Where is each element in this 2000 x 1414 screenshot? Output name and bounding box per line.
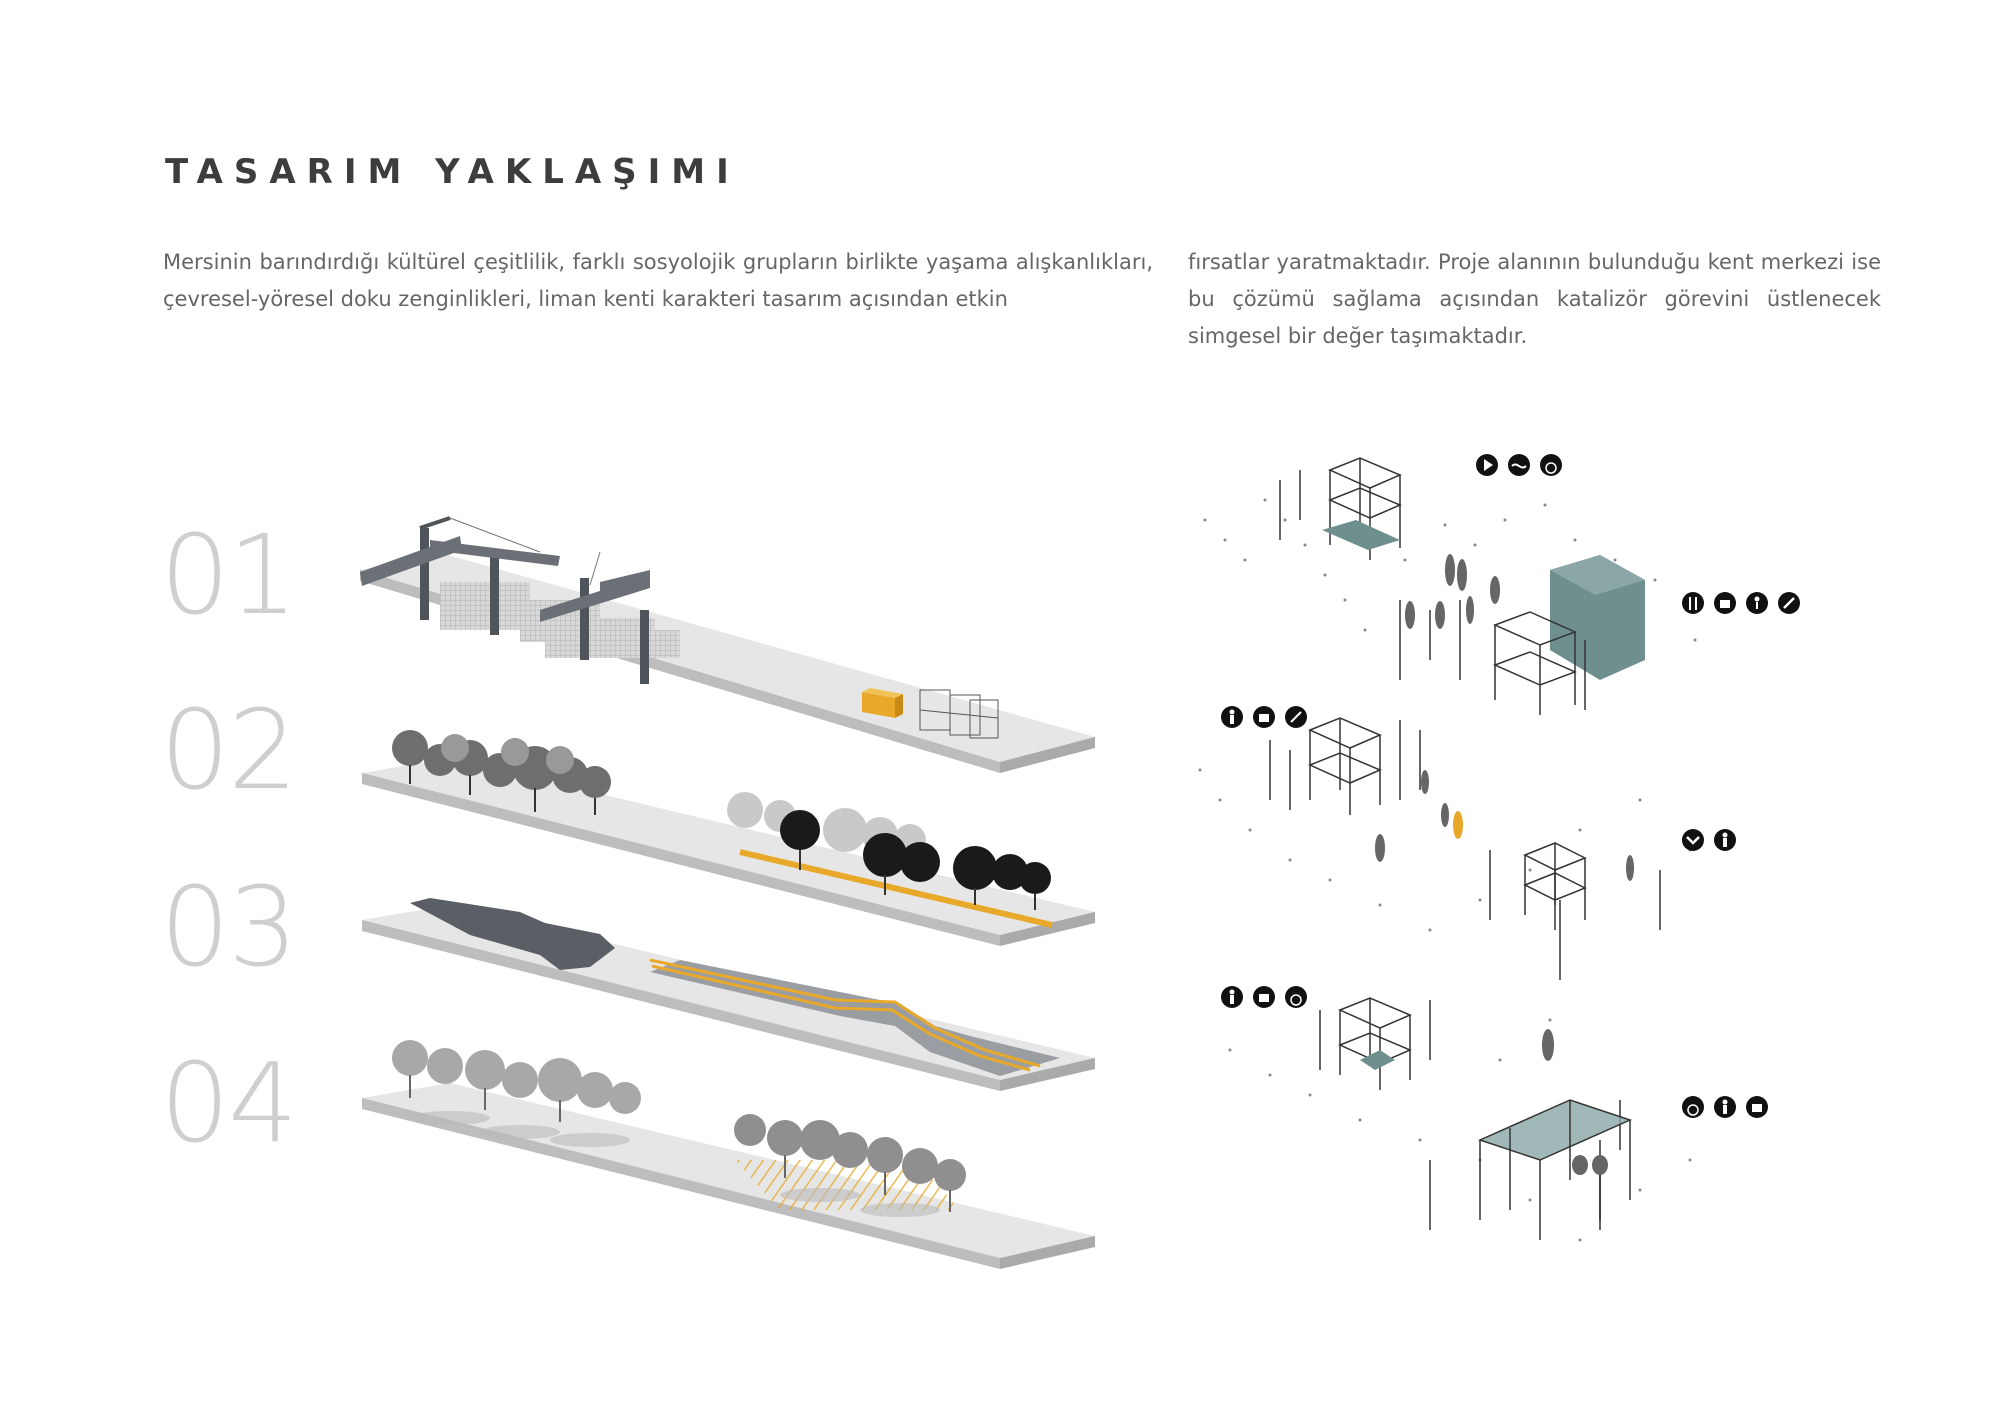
play-icon <box>1476 454 1498 476</box>
person-icon <box>1714 1096 1736 1118</box>
layer-03-coastline <box>362 898 1095 1091</box>
step-number-03: 03 <box>160 863 298 991</box>
person-icon <box>1221 986 1243 1008</box>
wheelchair-icon <box>1285 986 1307 1008</box>
icon-group-6 <box>1682 1096 1768 1118</box>
layer-01-harbour <box>360 516 1095 773</box>
family-icon <box>1253 986 1275 1008</box>
highlighted-person <box>1453 811 1463 839</box>
intro-paragraph-left: Mersinin barındırdığı kültürel çeşitlili… <box>163 250 1153 311</box>
intro-paragraph-right: fırsatlar yaratmaktadır. Proje alanının … <box>1188 250 1881 348</box>
exercise-icon <box>1285 706 1307 728</box>
pavilion-canopy <box>1477 1099 1633 1240</box>
family-icon <box>1746 1096 1768 1118</box>
icon-group-1 <box>1476 454 1562 476</box>
person-icon <box>1221 706 1243 728</box>
family-icon <box>1714 592 1736 614</box>
pen-icon <box>1778 592 1800 614</box>
restaurant-icon <box>1682 592 1704 614</box>
icon-group-5 <box>1221 986 1307 1008</box>
step-number-02: 02 <box>160 686 298 814</box>
child-icon <box>1746 592 1768 614</box>
layer-04-plaza <box>362 1040 1095 1269</box>
icon-group-2 <box>1682 592 1800 614</box>
step-number-04: 04 <box>160 1039 298 1167</box>
layer-02-vegetation <box>362 730 1095 946</box>
icon-group-4 <box>1682 829 1736 851</box>
step-number-01: 01 <box>160 511 298 639</box>
swim-icon <box>1508 454 1530 476</box>
pavilion-container <box>1493 555 1645 715</box>
chevron-icon <box>1682 829 1704 851</box>
page-title: TASARIM YAKLAŞIMI <box>165 152 740 192</box>
family-icon <box>1253 706 1275 728</box>
wheelchair-icon <box>1540 454 1562 476</box>
icon-group-3 <box>1221 706 1307 728</box>
pavilion-field <box>1198 457 1697 1242</box>
wheelchair-icon <box>1682 1096 1704 1118</box>
person-icon <box>1714 829 1736 851</box>
